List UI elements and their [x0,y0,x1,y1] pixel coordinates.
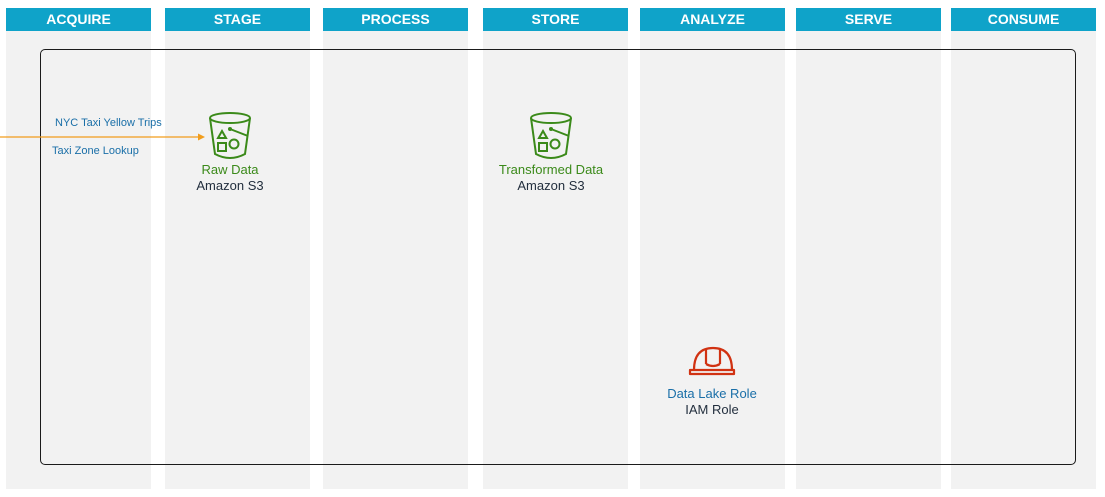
node-transformed-data-service: Amazon S3 [517,178,585,193]
column-header-serve: SERVE [796,8,941,31]
node-data-lake-role-service: IAM Role [685,402,739,417]
column-store: STORE [483,8,628,489]
column-analyze: ANALYZE [640,8,785,489]
node-transformed-data-name: Transformed Data [498,162,604,177]
account-boundary [40,49,1076,465]
column-header-analyze: ANALYZE [640,8,785,31]
s3-bucket-icon [209,112,251,159]
node-raw-data-name: Raw Data [201,162,259,177]
s3-bucket-icon [530,112,572,159]
iam-role-helmet-icon [688,346,736,376]
column-serve: SERVE [796,8,941,489]
column-consume: CONSUME [951,8,1096,489]
column-header-process: PROCESS [323,8,468,31]
node-raw-data[interactable]: Raw Data Amazon S3 [175,110,285,194]
column-stage: STAGE [165,8,310,489]
column-header-store: STORE [483,8,628,31]
column-acquire: ACQUIRE [6,8,151,489]
column-header-consume: CONSUME [951,8,1096,31]
flow-label-trips: NYC Taxi Yellow Trips [55,117,162,129]
flow-label-zones: Taxi Zone Lookup [52,145,139,157]
node-raw-data-service: Amazon S3 [196,178,264,193]
node-transformed-data[interactable]: Transformed Data Amazon S3 [486,110,616,194]
column-header-stage: STAGE [165,8,310,31]
node-data-lake-role-name: Data Lake Role [667,386,757,401]
column-header-acquire: ACQUIRE [6,8,151,31]
column-process: PROCESS [323,8,468,489]
node-data-lake-role[interactable]: Data Lake Role IAM Role [652,340,772,418]
